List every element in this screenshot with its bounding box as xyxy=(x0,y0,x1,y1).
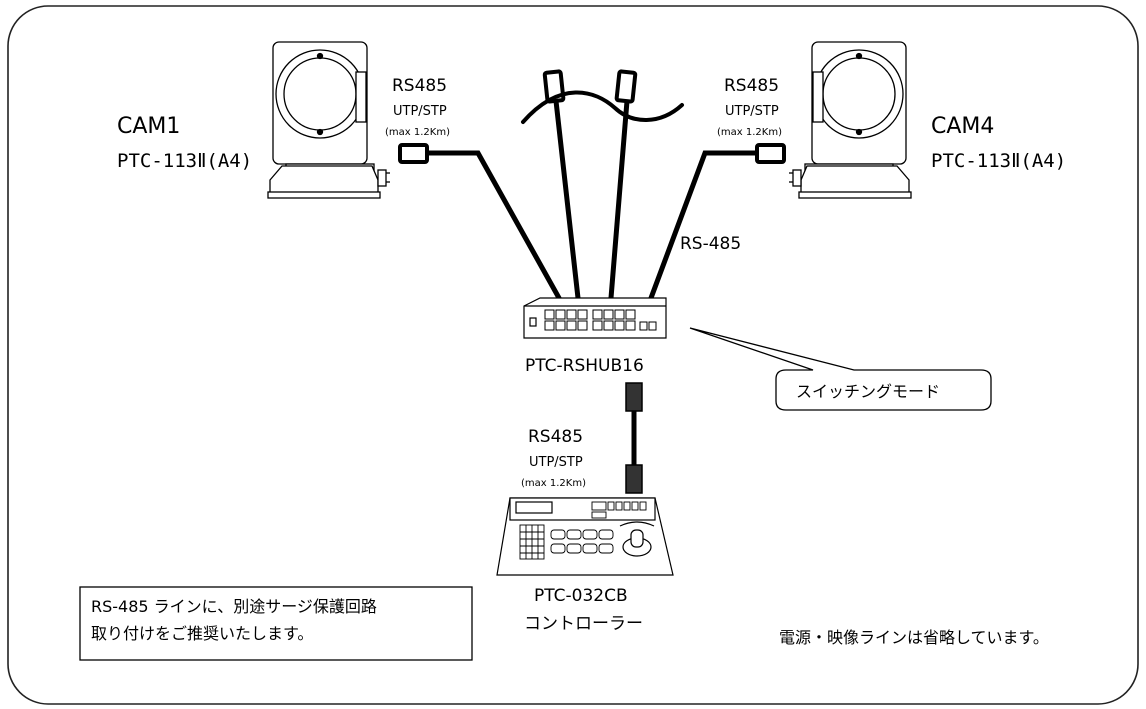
link-label-cam4: RS485 UTP/STP (max 1.2Km) xyxy=(717,76,782,138)
rs485-line-label: RS-485 xyxy=(680,234,741,254)
camera-1-name: CAM1 xyxy=(117,114,180,139)
camera-1-model: PTC-113Ⅱ(A4) xyxy=(117,150,252,172)
omitted-cameras-wave xyxy=(521,90,684,124)
camera-1-icon xyxy=(267,41,390,199)
omitted-lines-note: 電源・映像ラインは省略しています。 xyxy=(779,628,1049,647)
connector-icons xyxy=(398,69,786,164)
switching-mode-label: スイッチングモード xyxy=(796,382,940,401)
controller-cable xyxy=(625,382,643,494)
svg-text:RS485: RS485 xyxy=(528,427,583,447)
svg-text:UTP/STP: UTP/STP xyxy=(725,104,779,119)
hub-device-icon xyxy=(523,297,667,339)
camera-4-name: CAM4 xyxy=(931,114,994,139)
svg-text:(max 1.2Km): (max 1.2Km) xyxy=(521,478,586,489)
controller-device-icon xyxy=(496,497,674,576)
camera-4-icon xyxy=(789,41,912,199)
svg-text:(max 1.2Km): (max 1.2Km) xyxy=(385,127,450,138)
svg-text:UTP/STP: UTP/STP xyxy=(393,104,447,119)
surge-note-line-2: 取り付けをご推奨いたします。 xyxy=(91,624,313,643)
svg-text:RS485: RS485 xyxy=(392,76,447,96)
hub-model: PTC-RSHUB16 xyxy=(525,356,644,376)
cables xyxy=(425,98,761,301)
svg-text:RS485: RS485 xyxy=(724,76,779,96)
controller-model: PTC-032CB xyxy=(534,586,628,606)
surge-note-box xyxy=(79,586,473,661)
controller-description: コントローラー xyxy=(524,614,643,634)
camera-4-model: PTC-113Ⅱ(A4) xyxy=(931,150,1066,172)
surge-note-line-1: RS-485 ラインに、別途サージ保護回路 xyxy=(91,597,377,616)
link-label-controller: RS485 UTP/STP (max 1.2Km) xyxy=(521,427,586,489)
svg-text:(max 1.2Km): (max 1.2Km) xyxy=(717,127,782,138)
svg-text:UTP/STP: UTP/STP xyxy=(529,455,583,470)
switching-mode-callout xyxy=(689,327,992,411)
link-label-cam1: RS485 UTP/STP (max 1.2Km) xyxy=(385,76,450,138)
